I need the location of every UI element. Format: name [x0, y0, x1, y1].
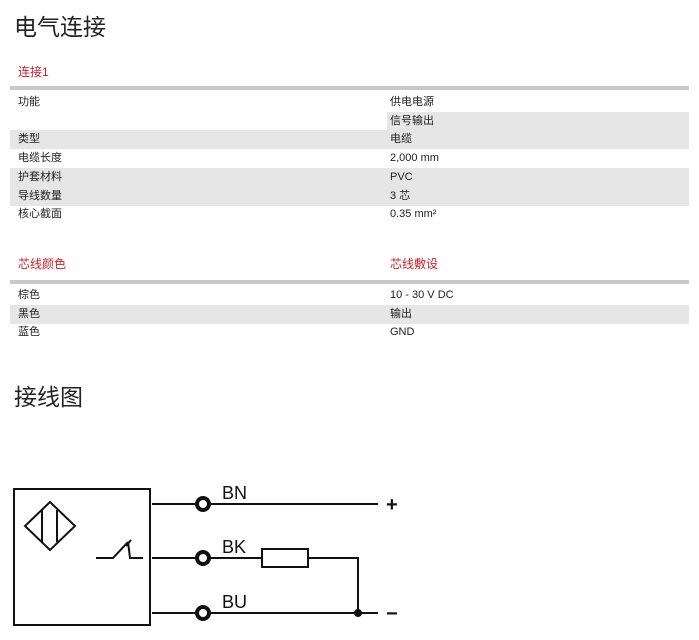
terminal-bn	[195, 496, 211, 512]
row-value: GND	[390, 326, 415, 338]
junction-dot	[354, 609, 362, 617]
table-row: 信号输出	[10, 112, 689, 131]
label-bn: BN	[222, 483, 247, 503]
divider	[10, 86, 689, 90]
row-value: 3 芯	[390, 190, 411, 202]
row-label: 核心截面	[18, 208, 62, 220]
row-value: 10 - 30 V DC	[390, 289, 454, 301]
row-value: 0.35 mm²	[390, 208, 437, 220]
wire-assignment-header: 芯线敷设	[390, 257, 439, 271]
row-label: 棕色	[18, 289, 40, 301]
terminal-bu	[195, 605, 211, 621]
table-row: 护套材料 PVC	[10, 168, 689, 187]
label-bu: BU	[222, 592, 247, 612]
row-value: 输出	[390, 308, 412, 320]
table-row: 功能 供电电源	[10, 93, 689, 112]
row-label: 蓝色	[18, 326, 40, 338]
row-value: 信号输出	[390, 115, 434, 127]
connection-label: 连接1	[18, 65, 49, 79]
row-label: 电缆长度	[18, 152, 62, 164]
wiring-diagram: BN BK BU + −	[13, 483, 398, 626]
page-title: 电气连接	[14, 14, 106, 40]
row-label: 导线数量	[18, 190, 62, 202]
wiring-diagram-title: 接线图	[14, 384, 83, 410]
table-row: 类型 电缆	[10, 130, 689, 149]
row-value: PVC	[390, 171, 413, 183]
plus-sign: +	[386, 494, 398, 516]
row-value: 2,000 mm	[390, 152, 439, 164]
wire-color-header: 芯线颜色	[18, 257, 67, 271]
load-resistor	[261, 548, 309, 568]
sensor-box	[13, 488, 151, 626]
table-row: 黑色 输出	[10, 305, 689, 324]
switch-icon	[96, 539, 143, 559]
inductive-sensor-icon	[23, 500, 77, 552]
row-label: 黑色	[18, 308, 40, 320]
label-bk: BK	[222, 537, 246, 557]
minus-sign: −	[386, 603, 398, 625]
table-row: 棕色 10 - 30 V DC	[10, 286, 689, 305]
table-row: 核心截面 0.35 mm²	[10, 205, 689, 224]
table-row: 导线数量 3 芯	[10, 187, 689, 206]
table-row: 电缆长度 2,000 mm	[10, 149, 689, 168]
row-label: 护套材料	[18, 171, 62, 183]
table-row: 蓝色 GND	[10, 323, 689, 342]
row-label: 类型	[18, 133, 40, 145]
divider	[10, 280, 689, 284]
terminal-bk	[195, 550, 211, 566]
row-value: 电缆	[390, 133, 412, 145]
row-label: 功能	[18, 96, 40, 108]
row-value: 供电电源	[390, 96, 434, 108]
